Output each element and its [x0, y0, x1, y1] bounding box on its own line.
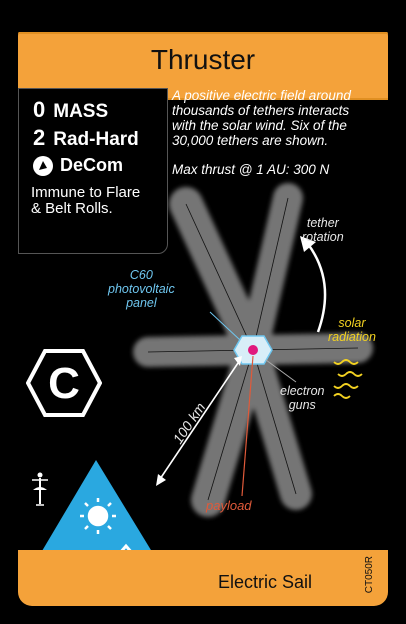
max-thrust: Max thrust @ 1 AU: 300 N	[172, 162, 330, 177]
tether-label-2: rotation	[302, 230, 344, 244]
distance-arrow	[157, 359, 241, 483]
rotation-arrow	[306, 243, 327, 333]
ballerina-icon	[30, 472, 50, 511]
desc-line-1: A positive electric field around	[172, 88, 351, 103]
footer-bar: Electric Sail CT050R	[18, 550, 388, 606]
immune-text: Immune to Flare & Belt Rolls.	[31, 185, 140, 217]
pv-label-3: panel	[126, 296, 157, 310]
solar-label-1: solar	[338, 316, 366, 330]
decom-icon	[33, 155, 53, 176]
card-title: Thruster	[150, 44, 256, 75]
immune-line-2: & Belt Rolls.	[31, 200, 113, 217]
electric-sail-diagram	[133, 183, 373, 517]
card-id: CT050R	[364, 556, 375, 594]
game-card: Thruster 0 MASS 2 Rad-Hard DeCom Immune to…	[18, 22, 388, 606]
sun-icon	[80, 498, 116, 534]
electron-label-1: electron	[280, 384, 325, 398]
payload-label: payload	[206, 498, 252, 513]
radhard-label: Rad-Hard	[53, 129, 139, 150]
electron-guns-label: electron guns	[280, 384, 324, 412]
decom-label: DeCom	[60, 155, 124, 175]
spectral-type-hex: C	[25, 348, 103, 423]
tether-label-1: tether	[306, 216, 339, 230]
electron-label-2: guns	[288, 398, 316, 412]
card-name: Electric Sail	[218, 572, 313, 592]
pv-panel-label: C60 photovoltaic panel	[108, 268, 175, 310]
desc-line-4: 30,000 tethers are shown.	[172, 133, 329, 148]
radhard-value: 2	[33, 125, 46, 150]
tether-rotation-label: tether rotation	[302, 216, 344, 244]
desc-line-2: thousands of tethers interacts	[172, 103, 350, 118]
pv-label-1: C60	[129, 268, 153, 282]
pv-label-2: photovoltaic	[108, 282, 175, 296]
card-description: A positive electric field around thousan…	[172, 88, 382, 148]
solar-radiation-arrows	[333, 359, 363, 399]
mass-stat: 0 MASS	[33, 97, 108, 123]
mass-label: MASS	[53, 101, 109, 122]
immune-line-1: Immune to Flare	[31, 184, 141, 201]
desc-line-3: with the solar wind. Six of the	[172, 118, 347, 133]
stats-panel: 0 MASS 2 Rad-Hard DeCom Immune to Flare & …	[18, 88, 168, 254]
solar-label-2: radiation	[328, 330, 376, 344]
payload-leader	[241, 355, 254, 497]
solar-radiation-label: solar radiation	[328, 316, 376, 344]
decom-stat: DeCom	[33, 155, 123, 176]
radhard-stat: 2 Rad-Hard	[33, 125, 139, 151]
tether-lines	[147, 197, 359, 501]
mass-value: 0	[33, 97, 46, 122]
spectral-type-letter: C	[48, 359, 80, 408]
